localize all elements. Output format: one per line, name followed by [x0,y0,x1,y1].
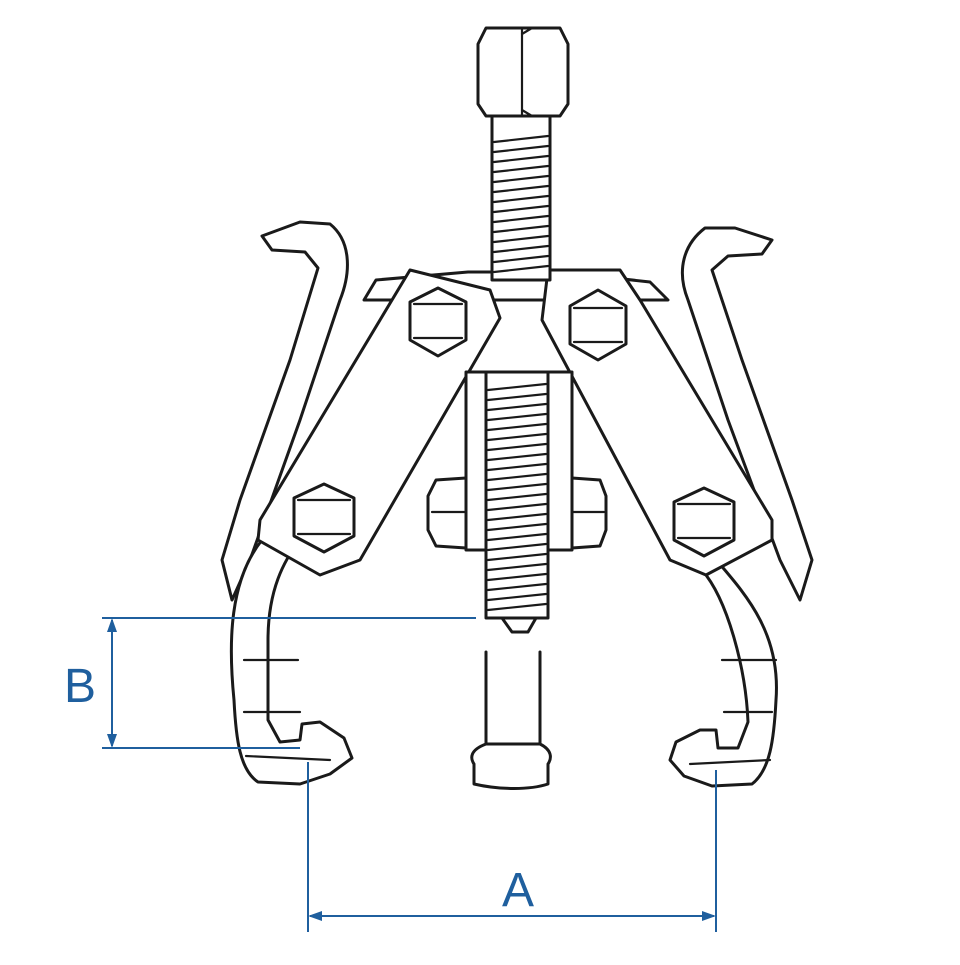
dimension-b-arrow-top [107,618,117,632]
dimension-b-label: B [64,660,96,713]
dimension-a-arrow-left [308,911,322,921]
screw-thread-line [486,452,548,462]
screw-thread-line [486,532,548,542]
dimension-a-label: A [502,864,534,917]
screw-thread-line [486,402,548,412]
bolt-upper-right [568,288,628,362]
screw-thread-line [486,602,548,612]
front-jaw-right [668,538,778,788]
screw-thread-line [486,592,548,602]
forcing-screw-upper [490,114,552,282]
screw-thread-line [486,422,548,432]
screw-thread-line [492,174,550,184]
bolt-lower-right [672,486,736,558]
screw-thread-line [492,144,550,154]
screw-tip [500,616,538,634]
front-jaw-left [229,538,354,786]
forcing-screw-lower [484,370,550,634]
screw-thread-line [492,194,550,204]
screw-thread-line [486,412,548,422]
screw-thread-line [492,154,550,164]
bolt-lower-left [292,482,356,554]
rear-jaw-left [220,220,349,602]
screw-thread-line [492,214,550,224]
screw-thread-line [492,244,550,254]
dimension-a-arrow-right [702,911,716,921]
screw-thread-line [492,204,550,214]
dimension-b: B [64,617,476,749]
screw-thread-line [486,552,548,562]
screw-thread-line [492,184,550,194]
screw-thread-line [486,382,548,392]
screw-thread-line [492,224,550,234]
screw-thread-line [486,482,548,492]
screw-thread-line [486,472,548,482]
screw-thread-line [492,234,550,244]
dimension-b-arrow-bottom [107,734,117,748]
screw-thread-line [492,134,550,144]
screw-thread-line [486,492,548,502]
screw-thread-line [486,502,548,512]
screw-thread-line [486,572,548,582]
screw-thread-line [486,542,548,552]
center-rod [470,650,552,790]
screw-thread-line [492,264,550,274]
screw-thread-line [486,522,548,532]
screw-thread-line [492,164,550,174]
screw-thread-line [486,392,548,402]
dimension-a: A [307,762,717,932]
bolt-upper-left [408,286,468,358]
screw-thread-line [486,442,548,452]
screw-thread-line [486,562,548,572]
hex-head-top [476,26,570,118]
screw-thread-line [486,582,548,592]
rear-jaw-right [680,226,814,602]
screw-thread-line [486,462,548,472]
screw-thread-line [486,512,548,522]
screw-thread-line [486,432,548,442]
screw-thread-line [492,254,550,264]
